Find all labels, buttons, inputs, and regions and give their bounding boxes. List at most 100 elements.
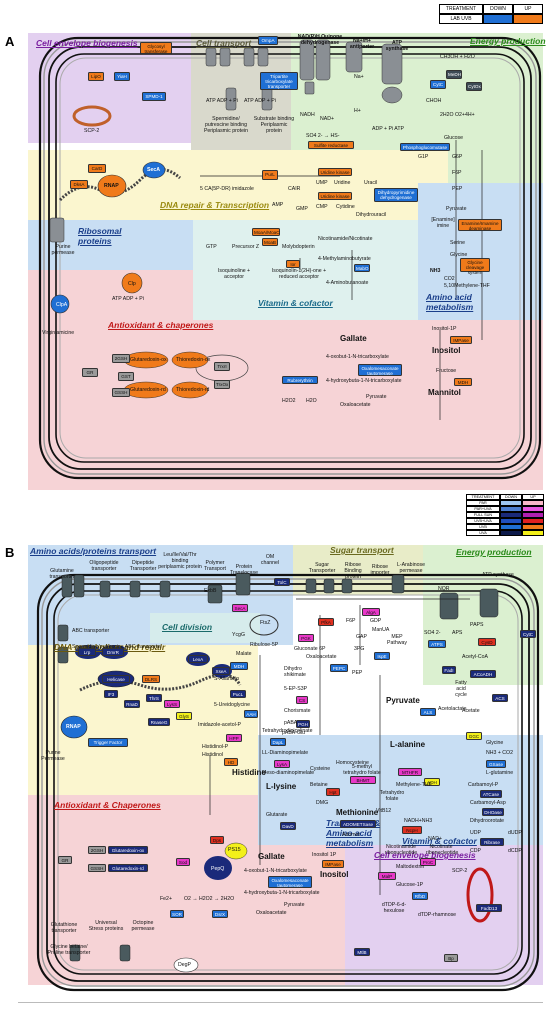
nadh-dh-label: NAD(P)H Quinone dehydrogenase (297, 34, 343, 46)
dihydroorotate-label: Dihydroorotate (470, 818, 505, 824)
antiporter-label: Na+/H+ antiporter (349, 38, 375, 50)
dihydrouracil-label: Dihydrouracil (356, 212, 387, 218)
glys-box: GlyS (176, 712, 192, 720)
nadplus-label: NAD+ (428, 836, 442, 842)
panel-a-letter: A (5, 34, 15, 49)
aminobutanoate-label: 4-Aminobutanoate (326, 280, 369, 286)
g1p-label-a: G1P (418, 154, 429, 160)
outer-membrane-a (38, 36, 542, 480)
region-division-bg (150, 613, 260, 643)
legend-b-row-name: UVB+UVA (466, 518, 500, 524)
thioredoxin-label-a: Thioredoxin-ox (176, 357, 211, 363)
adomet-box: ADOMETSase (340, 820, 376, 828)
ribrase-box: Ribrase (480, 838, 504, 846)
chorismate-label: Chorismate (284, 708, 311, 714)
oxaloacetate-label-b: Oxaloacetate (306, 654, 337, 660)
purl-box: PurL (262, 170, 278, 180)
degp-shape-b (173, 957, 199, 973)
ribose-importer-label: Ribose importer (370, 564, 390, 576)
impase-box-a: IMPase (450, 336, 472, 344)
region-title-amino-a: Amino acid metabolism (426, 292, 474, 312)
alga-box: AlgA (362, 608, 380, 616)
dtdp-label: dTDP-6-d-hexulose (381, 902, 407, 914)
region-vitamin-bg (193, 220, 418, 320)
cmp-label: CMP (316, 204, 328, 210)
glutamine-label-b: Glutamine transporter (49, 568, 75, 580)
region-antiox-bg (28, 270, 193, 430)
davd-box: DavD (280, 822, 296, 830)
hpp-box: HPP (226, 734, 242, 742)
h2o2-label-a: H2O2 (282, 398, 296, 404)
inositol1p-label-b: Inositol 1P (312, 852, 337, 858)
glutaredoxin2-label-a: Glutaredoxin-rd (130, 387, 166, 393)
cs-box: CS (296, 696, 308, 704)
nad-label-a: NAD+ (320, 116, 334, 122)
cytc-box-a: CytC (430, 80, 446, 89)
isoquinoline-label: Isoquinoline + acceptor (217, 268, 251, 280)
pyruvate-label-a: Pyruvate (446, 206, 467, 212)
glycosyl-box: Glycosyl transferase (140, 42, 172, 54)
pucl-box: PucL (230, 690, 246, 698)
dhoase-box: DHOase (482, 808, 504, 816)
legend-a-up: UP (513, 4, 543, 14)
impase-box-b: IMPase (322, 860, 344, 868)
dapl-box: DapL (270, 738, 286, 746)
rnaseg-box: RnaseG (148, 718, 170, 726)
fadi-box: FadI (442, 666, 456, 674)
mdh-box-b: MDH (230, 662, 248, 670)
paps-label: PAPS (470, 622, 484, 628)
legend-a-down-swatch (483, 14, 513, 24)
inositol1p-label-a: Inositol-1P (432, 326, 457, 332)
f6p-label-b: F6P (346, 618, 356, 624)
trigger-factor-box: Trigger Factor (88, 738, 128, 747)
nh3-label-a: NH3 (430, 268, 441, 274)
legend-b-row-name: UVB (466, 524, 500, 530)
spermidine-label-a: Spermidine/ putrescine binding Periplasm… (203, 116, 249, 134)
dsrx-box: DsrX (212, 910, 228, 918)
ribose-binding-label: Ribose Binding protein (344, 562, 362, 580)
trxox-box: TrxOx (214, 380, 230, 389)
legend-a-down: DOWN (483, 4, 513, 14)
fructose-label-a: Fructose (436, 368, 457, 374)
legend-b-row-up (522, 500, 544, 506)
pyruvate2-label-b: Pyruvate (284, 902, 305, 908)
lysine-label: L-lysine (266, 782, 297, 791)
o2-label-b: O2 → H2O2 → 2H2O (184, 896, 235, 902)
region-title-amino-transport-b: Amino acids/proteins transport (30, 546, 157, 556)
ior-box: Ior (286, 260, 300, 268)
enamine-box: Enamine/Imamine deaminase (458, 219, 502, 231)
legend-a: TREATMENT DOWN UP LAB UVB (439, 4, 543, 24)
legend-b-row-down (500, 530, 522, 536)
gap-label: GAP (356, 634, 367, 640)
amp-label-a: AMP (272, 202, 284, 208)
card-box: CarD (88, 164, 106, 173)
clpa-label-a: ClpA (56, 302, 68, 308)
clpa-shape-a (50, 294, 70, 314)
glucose1p-label: Glucose-1P (396, 882, 424, 888)
ispe-box: IspE (374, 652, 390, 660)
ncph-box: NcpH (402, 826, 422, 834)
legend-b-row-down (500, 500, 522, 506)
rfbd-box: RfbD (412, 892, 428, 900)
legend-a-up-swatch (513, 14, 543, 24)
enamine-imine-label: [Enamine] imine (431, 217, 455, 229)
rnad-box: RnaD (124, 700, 140, 708)
e3p-label: 5-EP-S3P (284, 686, 308, 692)
mannitol-label-a: Mannitol (428, 388, 461, 397)
helicase-label-b: Helicase (102, 675, 130, 683)
atps-box: ATPS (428, 640, 446, 648)
legend-b-header-down: DOWN (500, 494, 522, 500)
mabo-box: MabO (354, 264, 370, 272)
region-title-sugar-b: Sugar transport (330, 545, 394, 555)
region-title-antiox-a: Antioxidant & chaperones (108, 320, 214, 330)
betaine-label: Betaine (310, 782, 328, 788)
nicotinamide-label-a: Nicotinamide/Nicotinate (318, 236, 373, 242)
seca-label-a: SecA (147, 167, 160, 173)
ump-label: UMP (316, 180, 328, 186)
scp2-label-a: SCP-2 (84, 128, 100, 134)
glycine-betaine-label: Glycine betaine/ Proline transporter (47, 944, 91, 956)
glycine-cleavage-box: Glycine cleavage system (460, 258, 490, 275)
pgk-box: PGK (298, 634, 314, 642)
legend-a-row: LAB UVB (439, 14, 483, 24)
udp-label: UDP (470, 830, 481, 836)
